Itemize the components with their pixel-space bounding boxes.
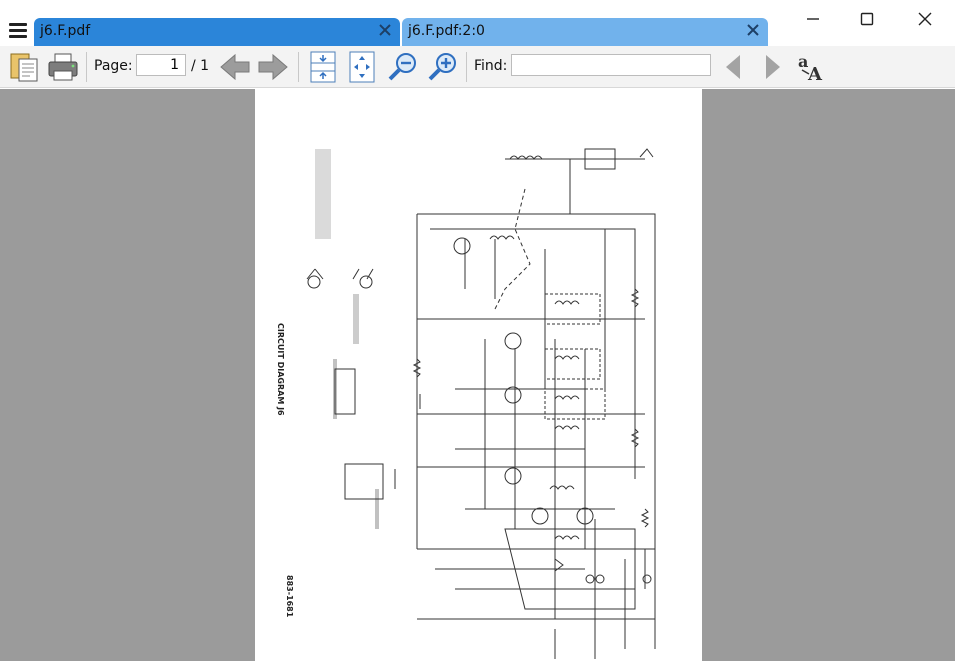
- title-bar: j6.F.pdf j6.F.pdf:2:0: [0, 0, 955, 46]
- toolbar-separator: [86, 52, 87, 82]
- find-label: Find:: [474, 58, 508, 74]
- svg-text:A: A: [807, 64, 823, 84]
- close-icon[interactable]: [378, 23, 392, 37]
- fit-height-icon[interactable]: [306, 50, 340, 84]
- minimize-button[interactable]: [790, 4, 836, 34]
- fit-page-icon[interactable]: [345, 50, 379, 84]
- tab-label: j6.F.pdf:2:0: [408, 23, 485, 39]
- toolbar-separator: [298, 52, 299, 82]
- tab-j6-pdf[interactable]: j6.F.pdf: [34, 18, 400, 46]
- tab-j6-pdf-2-0[interactable]: j6.F.pdf:2:0: [402, 18, 768, 46]
- match-case-icon[interactable]: a A: [795, 50, 829, 84]
- toolbar: Page: / 1 Find: a A: [0, 46, 955, 88]
- tab-label: j6.F.pdf: [40, 23, 91, 39]
- diagram-title: CIRCUIT DIAGRAM J6: [276, 323, 285, 416]
- diagram-part-number: 883-1681: [285, 575, 294, 618]
- minimize-icon: [807, 18, 819, 20]
- close-icon[interactable]: [746, 23, 760, 37]
- close-icon: [918, 12, 932, 26]
- page-label: Page:: [94, 58, 133, 74]
- print-icon[interactable]: [46, 50, 80, 84]
- find-prev-icon[interactable]: [718, 50, 752, 84]
- svg-text:a: a: [798, 52, 808, 71]
- zoom-out-icon[interactable]: [386, 50, 420, 84]
- maximize-icon: [860, 12, 874, 26]
- circuit-diagram-image: [306, 148, 656, 659]
- find-input[interactable]: [511, 54, 711, 76]
- window-close-button[interactable]: [902, 4, 948, 34]
- maximize-button[interactable]: [844, 4, 890, 34]
- next-page-icon[interactable]: [256, 50, 290, 84]
- find-next-icon[interactable]: [754, 50, 788, 84]
- page-total: / 1: [191, 58, 210, 74]
- toolbar-separator: [466, 52, 467, 82]
- hamburger-menu-icon[interactable]: [7, 22, 29, 40]
- copy-icon[interactable]: [8, 50, 42, 84]
- zoom-in-icon[interactable]: [426, 50, 460, 84]
- pdf-page: CIRCUIT DIAGRAM J6 883-1681: [255, 89, 702, 661]
- page-number-input[interactable]: [136, 54, 186, 76]
- document-viewer[interactable]: CIRCUIT DIAGRAM J6 883-1681: [0, 89, 955, 661]
- prev-page-icon[interactable]: [218, 50, 252, 84]
